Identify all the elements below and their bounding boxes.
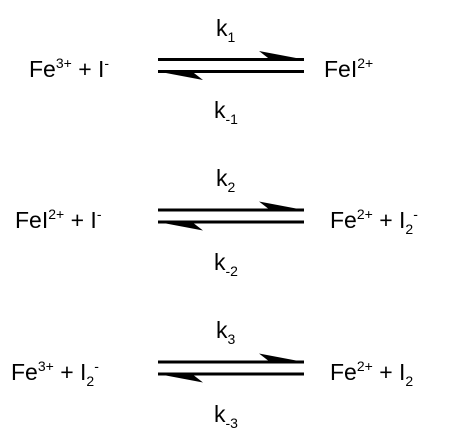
plus-sign: +: [78, 56, 92, 82]
forward-rate-k3: k3: [216, 317, 236, 347]
reverse-rate-k-2: k-2: [214, 249, 238, 279]
reactant-fe3: Fe3+: [11, 358, 54, 385]
reaction-3-reactants: Fe3+ + I2-: [11, 357, 99, 389]
plus-sign: +: [60, 359, 74, 385]
equilibrium-arrows: [158, 201, 304, 231]
reaction-3-products: Fe2+ + I2: [330, 357, 414, 389]
product-triiodide-radical: I2-: [399, 206, 418, 237]
forward-rate-k1: k1: [216, 15, 236, 45]
forward-rate-k2: k2: [216, 165, 236, 195]
equilibrium-arrows: [158, 353, 304, 383]
plus-sign: +: [379, 207, 393, 233]
reactant-iodide: I-: [90, 206, 102, 233]
reaction-2-reactants: FeI2+ + I-: [15, 205, 101, 235]
reverse-rate-k-1: k-1: [214, 97, 238, 127]
reaction-1-reactants: Fe3+ + I-: [29, 54, 109, 84]
reaction-2: FeI2+ + I- k2 k-2 Fe2+ + I2-: [0, 148, 454, 278]
reactant-fe3: Fe3+: [29, 55, 72, 82]
product-fe2: Fe2+: [330, 358, 373, 385]
product-fe2: Fe2+: [330, 206, 373, 233]
reaction-1: Fe3+ + I- k1 k-1 FeI2+: [0, 0, 454, 130]
product-iodine: I2: [399, 359, 414, 389]
reaction-2-products: Fe2+ + I2-: [330, 205, 418, 237]
reaction-1-products: FeI2+: [324, 54, 373, 84]
reverse-rate-k-3: k-3: [214, 401, 238, 431]
plus-sign: +: [70, 207, 85, 233]
reactant-fei2: FeI2+: [15, 206, 65, 233]
reaction-3: Fe3+ + I2- k3 k-3 Fe2+ + I2: [0, 296, 454, 431]
product-fei2: FeI2+: [324, 55, 374, 82]
equilibrium-arrows: [158, 51, 304, 80]
reactant-diiodide-radical: I2-: [80, 358, 99, 389]
reactant-iodide: I-: [98, 55, 110, 82]
plus-sign: +: [379, 359, 393, 385]
